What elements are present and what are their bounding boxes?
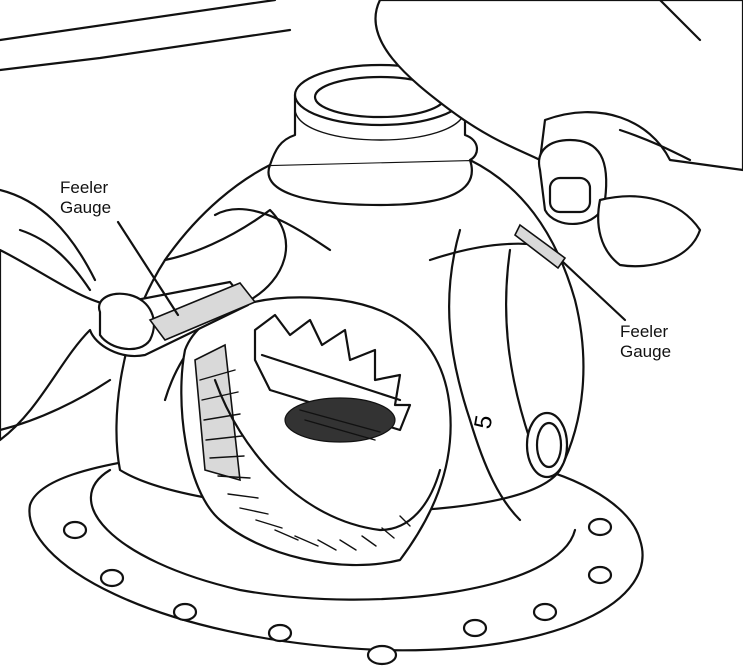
flange-bolt-holes bbox=[62, 517, 613, 666]
workbench-lines bbox=[0, 0, 292, 72]
left-feeler-gauge-blade bbox=[148, 282, 257, 341]
right-feeler-gauge-label: Feeler Gauge bbox=[620, 322, 671, 362]
left-label-line1: Feeler bbox=[60, 178, 109, 197]
right-label-line1: Feeler bbox=[620, 322, 669, 341]
left-leader-line bbox=[116, 220, 180, 317]
side-gear bbox=[194, 343, 442, 551]
left-label-line2: Gauge bbox=[60, 198, 112, 217]
bore-opening bbox=[284, 397, 396, 443]
left-feeler-gauge-label: Feeler Gauge bbox=[60, 178, 111, 218]
left-hand-with-feeler-gauge bbox=[0, 188, 257, 442]
leader-lines bbox=[116, 220, 627, 322]
right-label-line2: Gauge bbox=[620, 342, 672, 361]
right-feeler-gauge-blade bbox=[513, 223, 567, 270]
right-leader-line bbox=[561, 260, 627, 322]
case-marking-number: 5 bbox=[469, 413, 498, 431]
right-hand-with-feeler-gauge bbox=[374, 0, 743, 270]
